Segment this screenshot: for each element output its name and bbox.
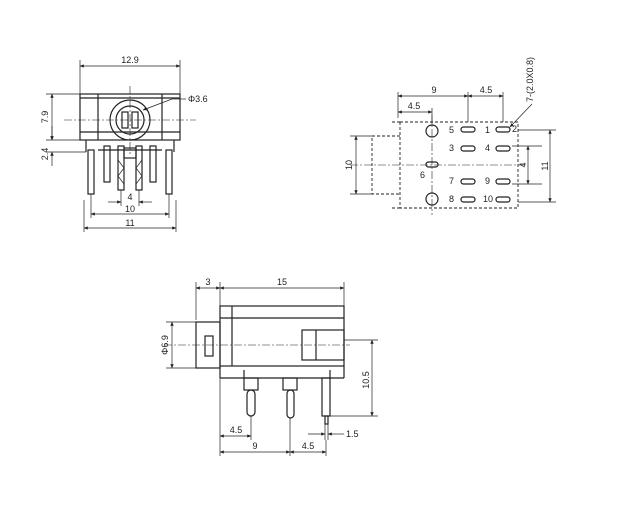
dim-pin-total: 9 <box>252 441 257 451</box>
dim-pin-gap: 4 <box>127 192 132 202</box>
dim-length: 15 <box>277 277 287 287</box>
dim-side-dia: Φ6.9 <box>160 335 170 355</box>
side-body-outline <box>219 305 345 367</box>
pin-label-7: 7 <box>449 176 454 186</box>
front-pins <box>87 145 173 195</box>
pin-label-5: 5 <box>449 125 454 135</box>
footprint-outline <box>399 121 519 209</box>
dim-total-span: 11 <box>125 218 134 228</box>
dim-front: 3 <box>205 277 210 287</box>
dim-right-inner: 4 <box>518 162 528 167</box>
dim-pin-b: 4.5 <box>302 441 315 451</box>
front-view: 12.9 7.9 2.4 Φ3.6 4 10 11 <box>40 55 208 232</box>
dim-top-total: 9 <box>431 85 436 95</box>
pin-label-8: 8 <box>449 194 454 204</box>
side-view: 3 15 Φ6.9 10.5 4.5 1.5 9 4.5 <box>160 277 378 456</box>
pin-label-1: 1 <box>485 125 490 135</box>
dim-inner: 4.5 <box>408 101 421 111</box>
dim-footprint-height: 10 <box>344 160 354 170</box>
pin-label-10: 10 <box>483 194 493 204</box>
dim-pin-offset: 2.4 <box>40 148 50 161</box>
pin-label-3: 3 <box>449 143 454 153</box>
dim-pin-width: 1.5 <box>346 429 359 439</box>
dim-pin-a: 4.5 <box>230 425 243 435</box>
dim-pin-span: 10 <box>125 204 135 214</box>
pin-label-4: 4 <box>485 143 490 153</box>
dim-hole-spec: 7-(2.0X0.8) <box>525 57 535 102</box>
slot-pads <box>425 126 511 203</box>
dim-hole-dia: Φ3.6 <box>188 94 208 104</box>
pin-label-6: 6 <box>420 170 425 180</box>
footprint-view: 5 3 6 7 8 1 4 9 10 2 9 4.5 4.5 7-(2.0X0.… <box>344 57 556 215</box>
mount-hole-bottom <box>425 192 439 206</box>
dim-width: 12.9 <box>121 55 139 65</box>
dim-right-outer: 11 <box>540 161 550 170</box>
pin-label-2: 2 <box>512 124 517 134</box>
dim-height: 7.9 <box>40 111 50 124</box>
pin-label-9: 9 <box>485 176 490 186</box>
dim-top-right: 4.5 <box>480 85 493 95</box>
mount-hole-top <box>425 124 439 138</box>
dim-side-height: 10.5 <box>361 371 371 389</box>
